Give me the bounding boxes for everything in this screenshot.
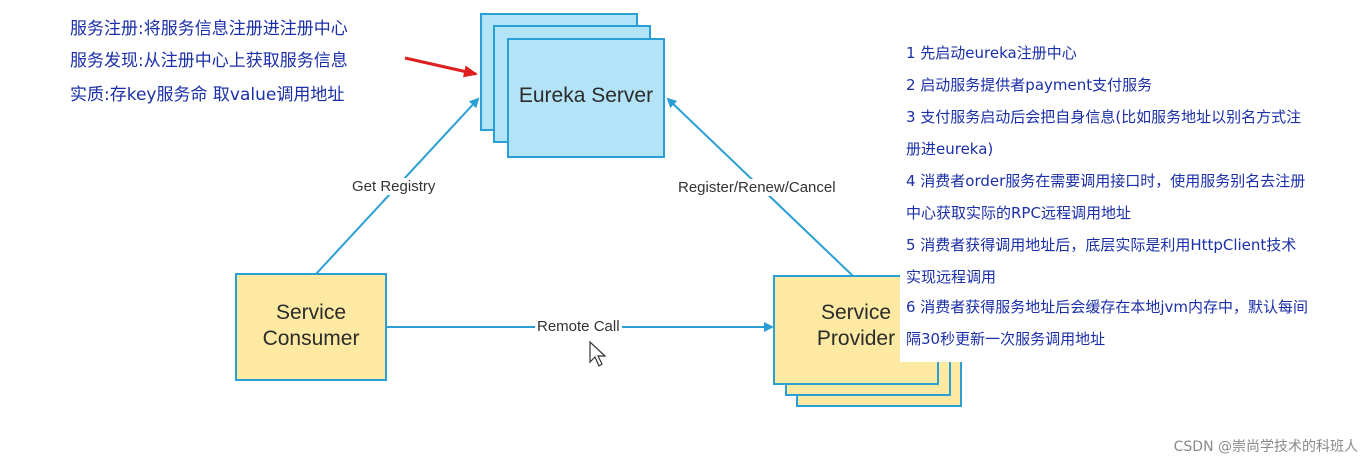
steps-panel: 1 先启动eureka注册中心 2 启动服务提供者payment支付服务 3 支… [900, 30, 1360, 362]
note-service-discovery: 服务发现:从注册中心上获取服务信息 [70, 51, 348, 71]
step-1: 1 先启动eureka注册中心 [906, 44, 1077, 62]
step-4: 4 消费者order服务在需要调用接口时，使用服务别名去注册 [906, 172, 1306, 190]
step-2: 2 启动服务提供者payment支付服务 [906, 76, 1153, 94]
note-service-registration: 服务注册:将服务信息注册进注册中心 [70, 19, 348, 39]
service-consumer-label: Service Consumer [236, 300, 386, 352]
provider-label-line-2: Provider [816, 327, 896, 350]
eureka-server-node [480, 13, 665, 158]
remote-call-label: Remote Call [535, 318, 622, 335]
step-5: 5 消费者获得调用地址后，底层实际是利用HttpClient技术 [906, 236, 1297, 254]
step-3: 3 支付服务启动后会把自身信息(比如服务地址以别名方式注 [906, 108, 1302, 126]
step-6: 6 消费者获得服务地址后会缓存在本地jvm内存中，默认每间 [906, 298, 1308, 316]
get-registry-label: Get Registry [350, 178, 438, 195]
step-3-cont: 册进eureka) [906, 140, 994, 158]
register-label: Register/Renew/Cancel [676, 179, 838, 196]
step-6-cont: 隔30秒更新一次服务调用地址 [906, 330, 1106, 348]
watermark: CSDN @崇尚学技术的科班人 [1173, 439, 1358, 455]
step-4-cont: 中心获取实际的RPC远程调用地址 [906, 204, 1131, 222]
service-provider-node [773, 275, 962, 407]
consumer-label-line-1: Service [275, 301, 347, 324]
service-provider-label: Service Provider [774, 300, 938, 352]
note-essence: 实质:存key服务命 取value调用地址 [70, 85, 345, 105]
mouse-cursor-icon [589, 340, 607, 367]
step-5-cont: 实现远程调用 [906, 268, 997, 286]
pointer-arrow [404, 56, 478, 78]
consumer-label-line-2: Consumer [262, 327, 360, 350]
eureka-server-label: Eureka Server [518, 84, 654, 107]
provider-label-line-1: Service [820, 301, 892, 324]
